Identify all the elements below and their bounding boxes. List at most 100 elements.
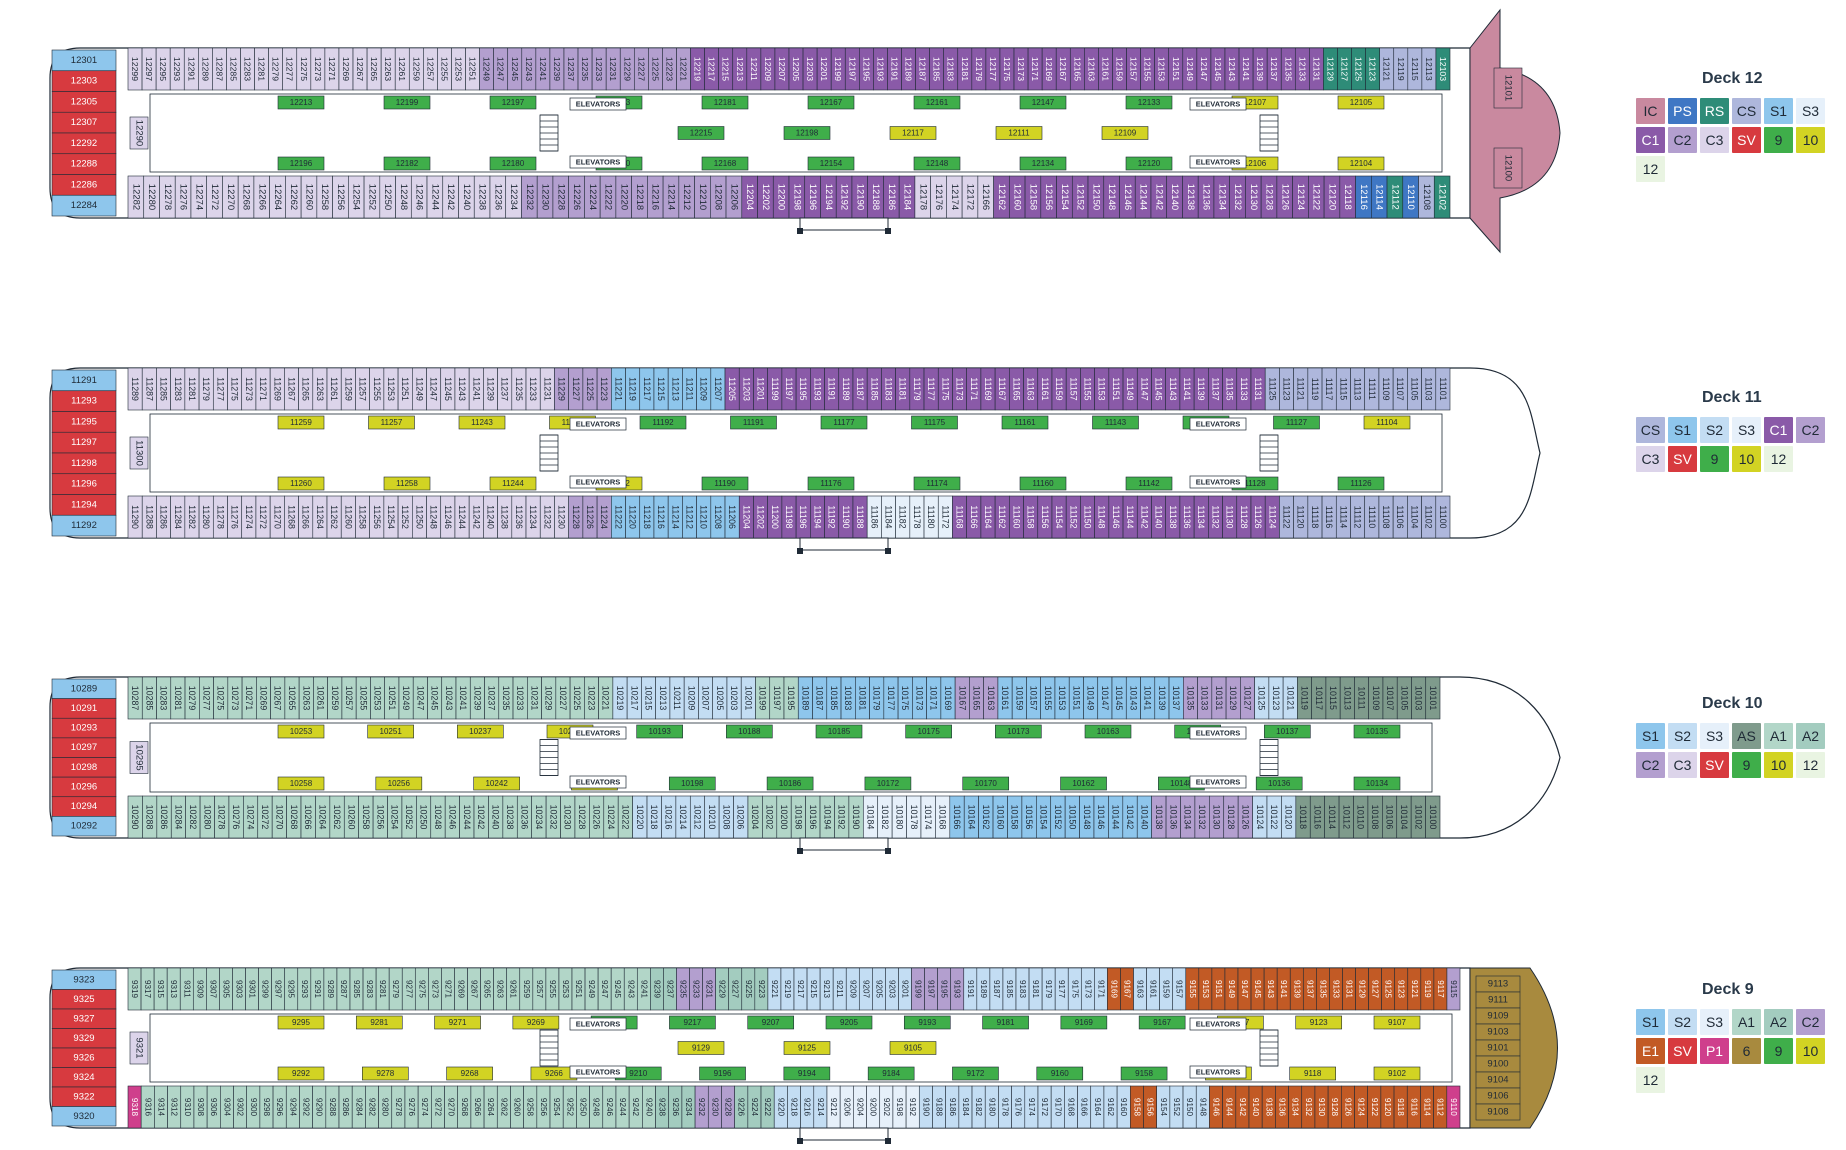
cabin[interactable]: 9182: [971, 1085, 986, 1129]
cabin[interactable]: 9278: [391, 1085, 406, 1129]
cabin[interactable]: 9183: [1015, 967, 1030, 1011]
cabin[interactable]: 11256: [369, 495, 385, 539]
cabin[interactable]: 10127: [1240, 676, 1255, 720]
cabin[interactable]: 12101: [1493, 67, 1523, 109]
cabin[interactable]: 10237: [457, 724, 504, 739]
cabin[interactable]: 11109: [1378, 367, 1394, 411]
cabin[interactable]: 9181: [982, 1015, 1029, 1030]
cabin[interactable]: 11195: [795, 367, 811, 411]
cabin[interactable]: 10230: [560, 795, 576, 839]
cabin[interactable]: 10195: [783, 676, 799, 720]
cabin[interactable]: 11143: [1165, 367, 1181, 411]
cabin[interactable]: 11274: [241, 495, 257, 539]
cabin[interactable]: 10261: [313, 676, 328, 720]
cabin[interactable]: 11260: [277, 476, 325, 491]
cabin[interactable]: 11286: [156, 495, 171, 539]
cabin[interactable]: 11238: [497, 495, 513, 539]
cabin[interactable]: 12122: [1308, 175, 1325, 219]
cabin[interactable]: 9105: [889, 1041, 937, 1055]
cabin[interactable]: 11260: [340, 495, 356, 539]
cabin[interactable]: 10152: [1050, 795, 1066, 839]
cabin[interactable]: 9167: [1138, 1015, 1186, 1030]
cabin[interactable]: 12290: [129, 116, 149, 150]
cabin[interactable]: 12260: [300, 175, 318, 219]
cabin[interactable]: 10148: [1079, 795, 1095, 839]
cabin[interactable]: 10182: [877, 795, 893, 839]
cabin[interactable]: 11212: [682, 495, 697, 539]
cabin[interactable]: 10276: [228, 795, 244, 839]
cabin[interactable]: 12223: [662, 47, 677, 91]
cabin[interactable]: 9200: [866, 1085, 881, 1129]
cabin[interactable]: 12200: [772, 175, 790, 219]
cabin[interactable]: 9154: [1156, 1085, 1171, 1129]
cabin[interactable]: 9129: [677, 1041, 725, 1055]
cabin[interactable]: 12151: [1168, 47, 1184, 91]
cabin[interactable]: 11298: [51, 452, 117, 475]
cabin[interactable]: 12163: [1084, 47, 1099, 91]
cabin[interactable]: 9170: [1050, 1085, 1065, 1129]
cabin[interactable]: 11114: [1335, 495, 1351, 539]
cabin[interactable]: 10193: [636, 724, 683, 739]
cabin[interactable]: 10179: [869, 676, 885, 720]
cabin[interactable]: 12161: [1098, 47, 1113, 91]
cabin[interactable]: 10233: [512, 676, 528, 720]
cabin[interactable]: 10119: [1297, 676, 1312, 720]
cabin[interactable]: 11200: [767, 495, 783, 539]
cabin[interactable]: 11145: [1151, 367, 1166, 411]
cabin[interactable]: 12303: [51, 70, 117, 92]
cabin[interactable]: 9224: [747, 1085, 762, 1129]
cabin[interactable]: 11181: [895, 367, 911, 411]
cabin[interactable]: 12160: [1009, 175, 1026, 219]
cabin[interactable]: 11255: [369, 367, 385, 411]
cabin[interactable]: 11160: [1009, 495, 1024, 539]
cabin[interactable]: 12220: [615, 175, 632, 219]
cabin[interactable]: 9306: [206, 1085, 221, 1129]
cabin[interactable]: 10138: [1151, 795, 1167, 839]
cabin[interactable]: 9172: [952, 1066, 999, 1081]
cabin[interactable]: 12118: [1339, 175, 1356, 219]
cabin[interactable]: 11138: [1165, 495, 1181, 539]
cabin[interactable]: 9243: [623, 967, 638, 1011]
cabin[interactable]: 10102: [1410, 795, 1426, 839]
cabin[interactable]: 9202: [879, 1085, 894, 1129]
cabin[interactable]: 10292: [51, 816, 117, 837]
cabin[interactable]: 10163: [1084, 724, 1132, 739]
cabin[interactable]: 9323: [51, 969, 117, 990]
cabin[interactable]: 12248: [395, 175, 412, 219]
cabin[interactable]: 10228: [574, 795, 590, 839]
cabin[interactable]: 12105: [1337, 95, 1385, 110]
cabin[interactable]: 9247: [597, 967, 612, 1011]
cabin[interactable]: 10174: [920, 795, 936, 839]
cabin[interactable]: 9166: [1077, 1085, 1092, 1129]
cabin[interactable]: 12269: [338, 47, 354, 91]
cabin[interactable]: 10172: [864, 776, 912, 791]
cabin[interactable]: 10137: [1168, 676, 1184, 720]
cabin[interactable]: 12196: [804, 175, 821, 219]
cabin[interactable]: 9161: [1146, 967, 1160, 1011]
cabin[interactable]: 9294: [285, 1085, 300, 1129]
cabin[interactable]: 10142: [1122, 795, 1138, 839]
cabin[interactable]: 10135: [1183, 676, 1198, 720]
cabin[interactable]: 9133: [1329, 967, 1343, 1011]
cabin[interactable]: 12138: [1182, 175, 1199, 219]
cabin[interactable]: 10291: [51, 698, 117, 719]
cabin[interactable]: 9274: [417, 1085, 432, 1129]
cabin[interactable]: 11163: [1023, 367, 1039, 411]
cabin[interactable]: 10166: [949, 795, 965, 839]
cabin[interactable]: 12203: [802, 47, 818, 91]
cabin[interactable]: 9160: [1116, 1085, 1131, 1129]
cabin[interactable]: 9230: [707, 1085, 722, 1129]
cabin[interactable]: 11257: [368, 415, 415, 430]
cabin[interactable]: 10216: [661, 795, 677, 839]
cabin[interactable]: 9226: [734, 1085, 749, 1129]
cabin[interactable]: 12279: [268, 47, 284, 91]
cabin[interactable]: 12131: [1309, 47, 1324, 91]
cabin[interactable]: 10178: [906, 795, 922, 839]
cabin[interactable]: 12267: [352, 47, 368, 91]
cabin[interactable]: 9237: [663, 967, 677, 1011]
cabin[interactable]: 9265: [480, 967, 494, 1011]
cabin[interactable]: 9219: [780, 967, 795, 1011]
cabin[interactable]: 10135: [1353, 724, 1401, 739]
cabin[interactable]: 11136: [1179, 495, 1195, 539]
cabin[interactable]: 11194: [810, 495, 825, 539]
